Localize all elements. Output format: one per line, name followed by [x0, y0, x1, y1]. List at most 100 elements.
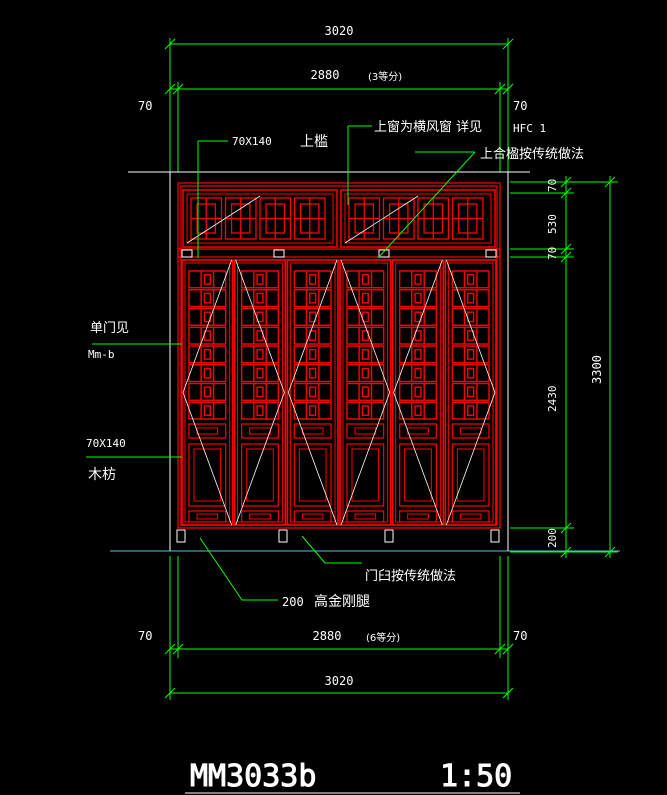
lattice-core	[203, 292, 211, 304]
door-mortar-label: 门臼按传统做法	[365, 569, 456, 584]
base-name-label: 高金刚腿	[314, 593, 370, 610]
leaf-bottom-inner	[249, 513, 271, 520]
single-door-label: 单门见	[90, 321, 129, 336]
lintel-name-label: 上槛	[300, 134, 328, 150]
bottom-left-margin-dim: 70	[138, 629, 152, 643]
lattice-core	[467, 292, 475, 304]
lattice-row	[451, 270, 490, 289]
right-70-mid-dim: 70	[546, 247, 559, 260]
lattice-core	[414, 386, 422, 398]
leaf-outer	[233, 259, 287, 526]
drawing-scale: 1:50	[440, 759, 512, 794]
leaf-outer	[286, 259, 339, 526]
lattice-core	[414, 330, 422, 342]
top-right-margin-dim: 70	[513, 99, 527, 113]
lattice-row	[293, 364, 332, 383]
lattice-row	[293, 401, 332, 420]
lattice-row	[451, 345, 490, 364]
door-leaf	[444, 259, 497, 526]
door-leaf	[233, 259, 287, 526]
leaf-lattice	[451, 270, 490, 420]
leaf-bottom-inner	[196, 513, 219, 520]
lattice-row	[240, 401, 280, 420]
leaf-waist	[188, 423, 227, 439]
transom-window-label: 上窗为横风窗 详见	[374, 119, 482, 135]
lattice-core	[309, 330, 317, 342]
swing-line	[340, 259, 391, 393]
lattice-row	[398, 364, 438, 383]
lattice-core	[309, 292, 317, 304]
lattice-row	[240, 345, 280, 364]
door-leaf	[181, 259, 234, 526]
lattice-core	[309, 386, 317, 398]
transom-lattice	[348, 197, 484, 240]
leaf-bottom-rail	[451, 510, 490, 523]
lattice-row	[188, 401, 227, 420]
lintel-size-label: 70X140	[232, 135, 272, 148]
lattice-core	[414, 367, 422, 379]
lattice-row	[188, 270, 227, 289]
lattice-core	[256, 311, 264, 323]
lattice-row	[293, 270, 332, 289]
right-total-dim: 3300	[590, 355, 604, 384]
leaf-waist	[451, 423, 490, 439]
lattice-row	[293, 289, 332, 308]
lattice-row	[346, 289, 385, 308]
right-dimensions	[510, 176, 618, 558]
right-200-dim: 200	[546, 528, 559, 548]
bottom-total-dim: 3020	[325, 674, 354, 688]
transom-panel-inner	[344, 193, 492, 244]
door-leaf	[286, 259, 339, 526]
lattice-core	[361, 386, 369, 398]
lattice-core	[467, 405, 475, 417]
top-total-dim: 3020	[325, 24, 354, 38]
door-leaves	[181, 259, 497, 526]
leaf-lower-panel	[399, 443, 437, 507]
lattice-core	[203, 330, 211, 342]
swing-line	[393, 259, 443, 393]
swing-line	[340, 392, 391, 526]
bottom-dimensions	[164, 556, 514, 700]
lattice-row	[240, 382, 280, 401]
transom-diag	[344, 195, 419, 244]
leaf-bottom-rail	[399, 510, 437, 523]
hinge-block	[181, 249, 193, 258]
door-leaf	[391, 259, 445, 526]
lattice-row	[398, 345, 438, 364]
leaf-lower-panel	[293, 443, 332, 507]
lattice-core	[361, 292, 369, 304]
lattice-row	[398, 382, 438, 401]
lattice-core	[256, 292, 264, 304]
door-frame	[177, 182, 501, 529]
leaf-waist	[399, 423, 437, 439]
leaf-lower-panel	[188, 443, 227, 507]
hinge-block	[378, 249, 390, 258]
lattice-row	[451, 401, 490, 420]
swing-line	[445, 259, 496, 393]
drawing-number: MM3033b	[190, 759, 316, 794]
lattice-row	[188, 364, 227, 383]
lattice-core	[467, 273, 475, 285]
upper-joint-label: 上合楹按传统做法	[480, 146, 584, 162]
lattice-core	[230, 203, 251, 234]
leaf-bottom-inner	[459, 513, 482, 520]
leaf-lower-panel	[346, 443, 385, 507]
lattice-row	[188, 289, 227, 308]
leaf-lower-inner	[351, 448, 380, 502]
base-block	[176, 529, 186, 543]
lattice-row	[240, 289, 280, 308]
lattice-core	[309, 405, 317, 417]
right-2430-dim: 2430	[546, 386, 559, 413]
post-name-label: 木枋	[88, 467, 116, 483]
lattice-core	[309, 348, 317, 360]
transom-panel-frame	[182, 189, 338, 248]
lattice-core	[256, 405, 264, 417]
lattice-row	[398, 289, 438, 308]
lattice-core	[309, 367, 317, 379]
leaf-outer	[181, 259, 234, 526]
swing-line	[235, 392, 285, 526]
bottom-right-margin-dim: 70	[513, 629, 527, 643]
lattice-core	[203, 405, 211, 417]
